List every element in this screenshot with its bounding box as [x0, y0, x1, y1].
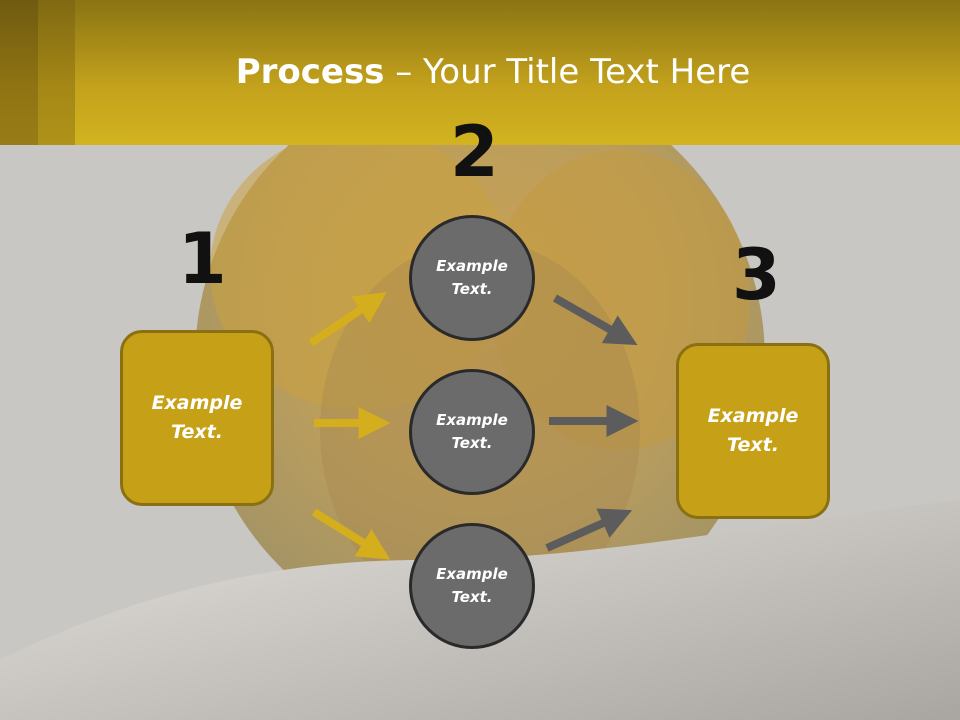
arrow-left-to-top [308, 291, 387, 347]
step-number-3: 3 [732, 234, 781, 316]
end-box-line2: Text. [727, 434, 779, 456]
title-bar-stripe [38, 0, 75, 145]
circle-bottom-line1: Example [436, 565, 508, 583]
step-number-1: 1 [178, 218, 227, 300]
arrow-top-to-right [553, 294, 638, 346]
start-box-line2: Text. [171, 421, 223, 443]
title-bold: Process [235, 52, 385, 92]
slide-title: Process – Your Title Text Here [0, 52, 960, 92]
title-bar [0, 0, 960, 145]
start-box-line1: Example [151, 392, 243, 414]
title-rest: – Your Title Text Here [384, 52, 751, 92]
circle-top-line2: Text. [451, 280, 493, 298]
circle-middle-line2: Text. [451, 434, 493, 452]
circle-bottom-line2: Text. [451, 588, 493, 606]
arrow-bottom-to-right [545, 508, 633, 552]
arrow-left-to-bottom [311, 508, 391, 560]
step-number-2: 2 [450, 111, 499, 193]
circle-middle-line1: Example [436, 411, 508, 429]
end-box-line1: Example [707, 405, 799, 427]
title-bar-stripe [0, 0, 38, 145]
circle-top-line1: Example [436, 257, 508, 275]
